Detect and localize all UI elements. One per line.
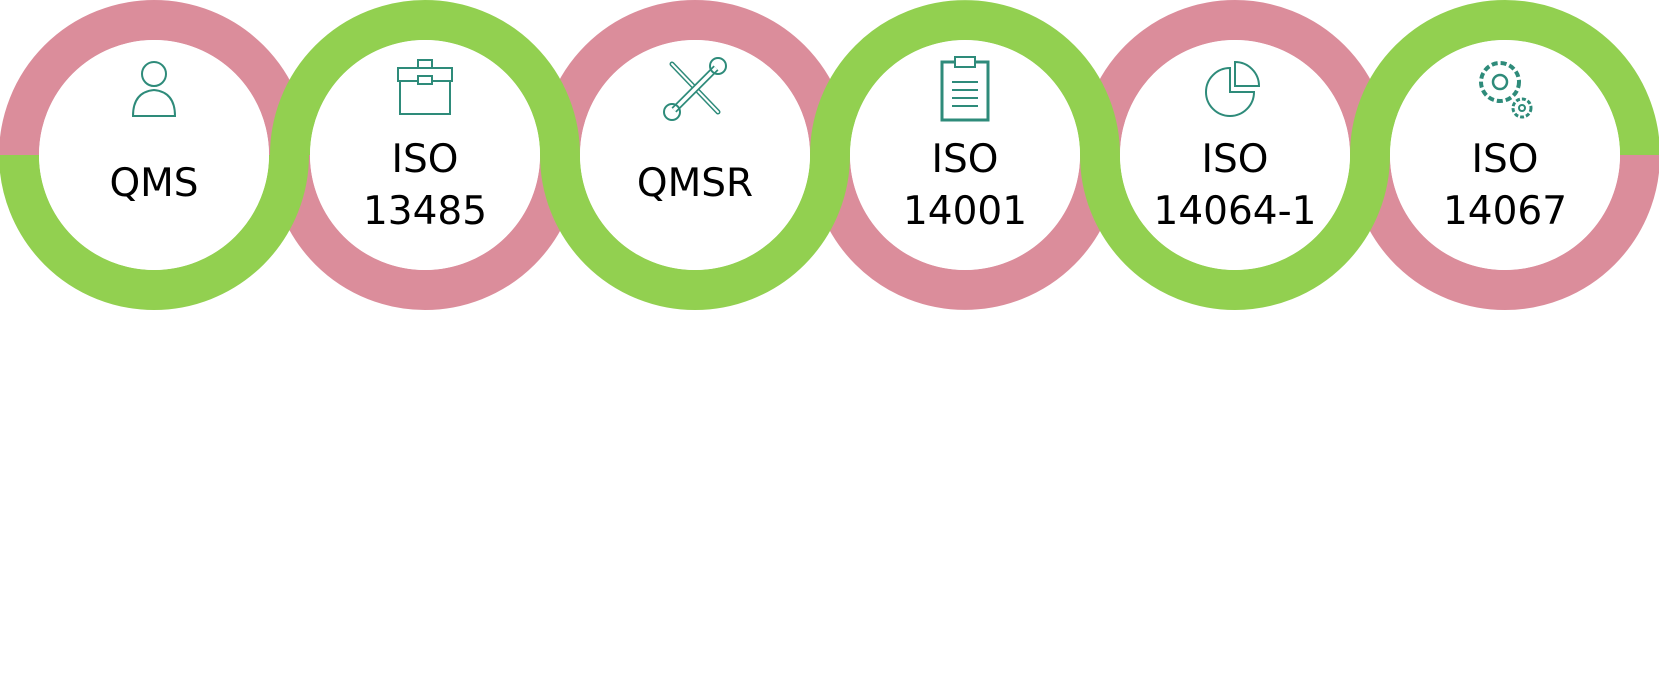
standard-label-line: QMSR: [636, 161, 754, 206]
ring-5-bottom-arc: [1080, 154, 1390, 310]
ring-2-top-arc: [270, 0, 580, 156]
clipboard-icon: [930, 54, 1000, 124]
ring-3-inner-circle: [580, 40, 810, 270]
standard-node-6: ISO 14067: [1390, 40, 1620, 270]
standard-label: QMS: [109, 158, 198, 210]
user-icon: [119, 54, 189, 124]
ring-3-top-arc: [540, 0, 850, 156]
standard-label: QMSR: [637, 158, 753, 210]
standard-label-line: ISO: [1201, 137, 1269, 182]
standard-label: ISO 14001: [903, 134, 1027, 238]
ring-3-bottom-arc: [540, 154, 850, 310]
standard-label-line: 14067: [1442, 189, 1568, 234]
ring-4-inner-circle: [850, 40, 1080, 270]
ring-2-inner-circle: [310, 40, 540, 270]
standard-node-5: ISO 14064-1: [1120, 40, 1350, 270]
standard-label: ISO 14067: [1443, 134, 1567, 238]
pie-chart-icon: [1200, 54, 1270, 124]
ring-5-inner-circle: [1120, 40, 1350, 270]
tools-icon: [660, 54, 730, 124]
standard-node-4: ISO 14001: [850, 40, 1080, 270]
toolbox-icon: [390, 54, 460, 124]
ring-1-top-arc: [0, 0, 309, 156]
ring-1-bottom-arc: [0, 154, 309, 310]
standard-label-line: QMS: [109, 161, 199, 206]
standard-node-2: ISO 13485: [310, 40, 540, 270]
standard-label: ISO 13485: [363, 134, 487, 238]
standard-node-3: QMSR: [580, 40, 810, 270]
standard-label-line: ISO: [1471, 137, 1539, 182]
standard-node-1: QMS: [39, 40, 269, 270]
ring-6-top-arc: [1350, 0, 1659, 156]
standard-label-line: 14001: [902, 189, 1028, 234]
ring-4-bottom-arc: [810, 154, 1120, 310]
standard-label: ISO 14064-1: [1154, 134, 1317, 238]
ring-6-bottom-arc: [1350, 154, 1659, 310]
ring-1-inner-circle: [39, 40, 269, 270]
standard-label-line: 13485: [362, 189, 488, 234]
standard-label-line: ISO: [391, 137, 459, 182]
ring-6-inner-circle: [1390, 40, 1620, 270]
ring-4-top-arc: [810, 0, 1120, 156]
ring-5-top-arc: [1080, 0, 1390, 156]
gears-icon: [1470, 54, 1540, 124]
ring-2-bottom-arc: [270, 154, 580, 310]
standard-label-line: ISO: [931, 137, 999, 182]
standard-label-line: 14064-1: [1153, 189, 1317, 234]
